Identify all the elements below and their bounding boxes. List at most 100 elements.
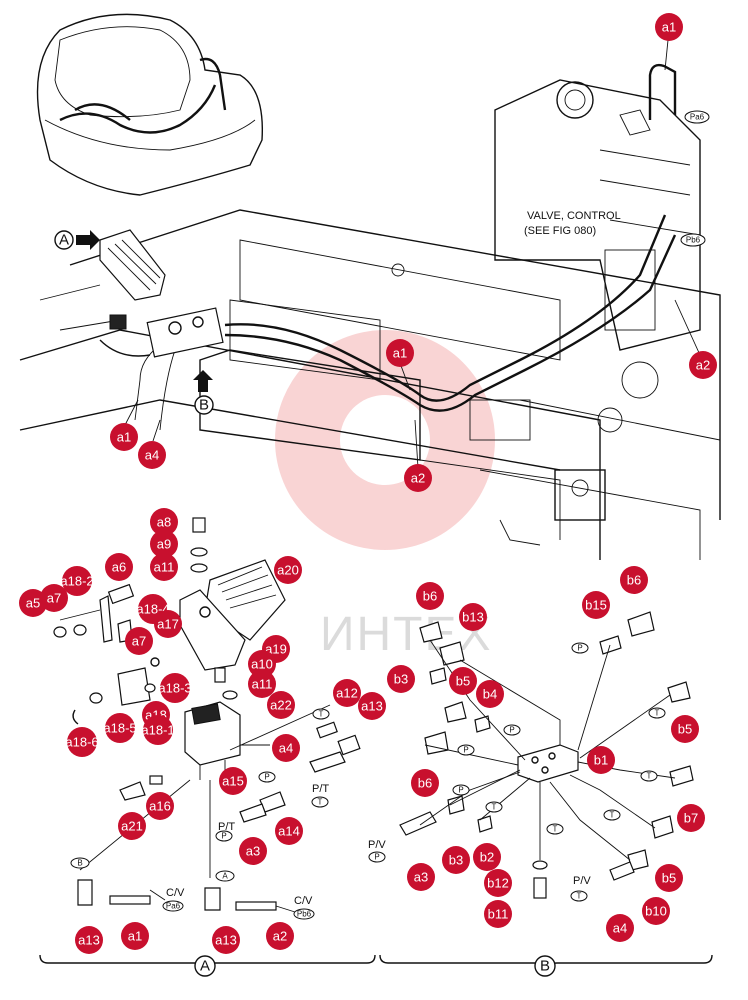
svg-text:b5: b5 [662,871,676,886]
callout-a20: a20 [274,556,302,584]
svg-text:a19: a19 [265,642,287,657]
callout-a14: a14 [275,817,303,845]
svg-text:a7: a7 [132,634,146,649]
callout-a1: a1 [655,13,683,41]
valve-label-2: (SEE FIG 080) [524,225,596,237]
svg-text:a22: a22 [270,698,292,713]
callout-a9: a9 [150,530,178,558]
callout-b12: b12 [484,869,512,897]
callout-b3: b3 [442,846,470,874]
svg-text:Pb6: Pb6 [297,910,312,919]
callout-a11: a11 [150,553,178,581]
machine-frame [19,209,721,560]
svg-text:a4: a4 [145,448,159,463]
callout-a13: a13 [212,926,240,954]
callout-b15: b15 [582,591,610,619]
svg-text:b6: b6 [627,573,641,588]
svg-text:b11: b11 [488,907,509,922]
svg-text:P/V: P/V [368,839,386,851]
svg-text:b4: b4 [483,687,497,702]
svg-text:a2: a2 [411,471,425,486]
callout-b5: b5 [655,864,683,892]
svg-text:a17: a17 [157,617,179,632]
svg-text:b13: b13 [462,610,484,625]
svg-text:b5: b5 [456,674,470,689]
svg-text:a18-1: a18-1 [141,723,174,738]
tag-pa6-top: Pa6 [684,110,710,124]
callout-a4: a4 [606,914,634,942]
callout-b1: b1 [587,746,615,774]
callout-b4: b4 [476,680,504,708]
svg-text:Pa6: Pa6 [166,902,181,911]
view-b-marker: B [193,370,214,415]
view-a-parts [53,517,361,911]
svg-text:a11: a11 [154,560,175,575]
svg-text:a9: a9 [157,537,171,552]
callout-b6: b6 [411,769,439,797]
svg-text:b6: b6 [423,589,437,604]
svg-text:b2: b2 [480,850,494,865]
svg-text:P/T: P/T [218,821,235,833]
svg-text:b1: b1 [594,753,608,768]
svg-text:b3: b3 [394,672,408,687]
svg-text:b15: b15 [585,598,607,613]
svg-text:P/T: P/T [312,783,329,795]
svg-text:P: P [221,832,226,841]
callout-a18-1: a18-1 [141,715,175,745]
svg-text:T: T [553,825,558,834]
callout-b13: b13 [459,603,487,631]
svg-text:a16: a16 [149,799,171,814]
svg-text:T: T [610,811,615,820]
svg-text:P/V: P/V [573,875,591,887]
svg-text:a4: a4 [613,921,627,936]
callout-a1: a1 [386,339,414,367]
callout-b6: b6 [416,582,444,610]
svg-text:b3: b3 [449,853,463,868]
svg-text:C/V: C/V [166,887,185,899]
svg-text:P: P [458,786,463,795]
view-b-tags: P P P T T P T T T P/V P P/V T [368,642,666,902]
svg-text:a1: a1 [393,346,407,361]
callout-a2: a2 [404,464,432,492]
callout-a6: a6 [105,553,133,581]
svg-text:T: T [647,772,652,781]
svg-text:P: P [374,853,379,862]
svg-text:Pa6: Pa6 [690,113,705,122]
svg-text:T: T [577,892,582,901]
svg-text:T: T [492,803,497,812]
callout-a5: a5 [19,589,47,617]
callout-a7: a7 [125,627,153,655]
svg-text:T: T [319,710,324,719]
svg-text:a18-6: a18-6 [65,735,98,750]
svg-text:P: P [509,726,514,735]
callout-b5: b5 [449,667,477,695]
callout-b3: b3 [387,665,415,693]
svg-text:P: P [463,746,468,755]
svg-text:Pb6: Pb6 [686,236,701,245]
svg-text:a21: a21 [121,819,143,834]
valve-label-1: VALVE, CONTROL [527,210,621,222]
svg-text:A: A [59,232,69,249]
svg-text:a6: a6 [112,560,126,575]
section-brackets: A B [39,954,713,977]
callout-a2: a2 [689,351,717,379]
callout-b11: b11 [484,900,512,928]
svg-text:b12: b12 [487,876,509,891]
svg-text:b6: b6 [418,776,432,791]
callout-a2: a2 [266,922,294,950]
pedal-assembly-top [99,229,224,358]
control-valve [494,63,701,351]
callout-a3: a3 [239,837,267,865]
svg-text:a18-2: a18-2 [60,574,93,589]
view-a-tags: T P P/T T P/T P B A C/V Pa6 C/V Pb6 [70,708,330,920]
callout-a12: a12 [333,679,361,707]
svg-text:b5: b5 [678,722,692,737]
callout-b5: b5 [671,715,699,743]
hoses [134,214,677,431]
svg-text:P: P [264,773,269,782]
callout-a16: a16 [146,792,174,820]
svg-text:a11: a11 [252,677,273,692]
